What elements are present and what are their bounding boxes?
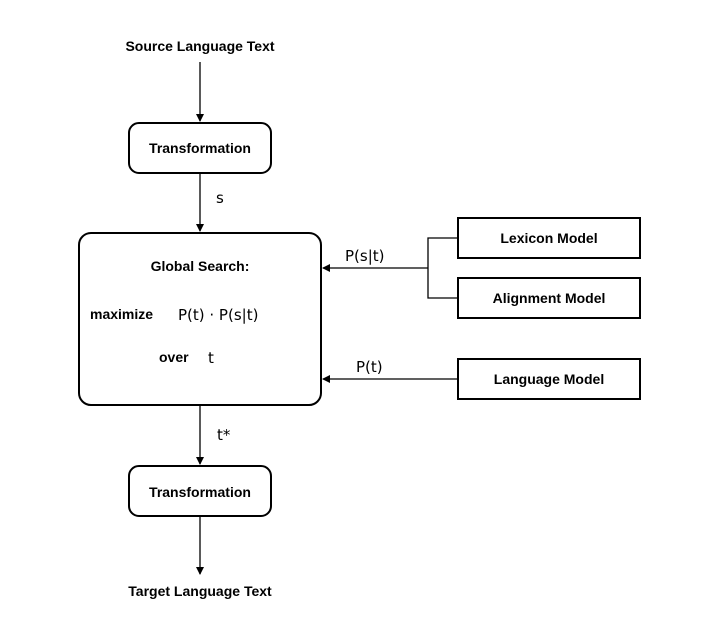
maximize-label: maximize (90, 306, 153, 322)
transformation-box-top: Transformation (128, 122, 272, 174)
edge-label-s: s (216, 189, 224, 207)
alignment-model-box: Alignment Model (457, 277, 641, 319)
alignment-model-label: Alignment Model (493, 290, 606, 306)
model-join-bracket (427, 237, 458, 299)
global-search-box: Global Search: maximize P(t) · P(s|t) ov… (78, 232, 322, 406)
objective-formula: P(t) · P(s|t) (178, 306, 258, 324)
edge-label-tstar: t* (217, 426, 231, 444)
edge-label-pt: P(t) (356, 358, 383, 376)
language-model-box: Language Model (457, 358, 641, 400)
language-model-label: Language Model (494, 371, 604, 387)
lexicon-model-box: Lexicon Model (457, 217, 641, 259)
over-label: over (159, 349, 189, 365)
transformation-label: Transformation (149, 484, 251, 500)
over-variable: t (208, 349, 214, 367)
source-language-text: Source Language Text (125, 38, 274, 54)
global-search-title: Global Search: (151, 258, 250, 274)
transformation-box-bottom: Transformation (128, 465, 272, 517)
lexicon-model-label: Lexicon Model (500, 230, 597, 246)
target-language-text: Target Language Text (128, 583, 272, 599)
edge-label-pst: P(s|t) (345, 247, 385, 265)
transformation-label: Transformation (149, 140, 251, 156)
